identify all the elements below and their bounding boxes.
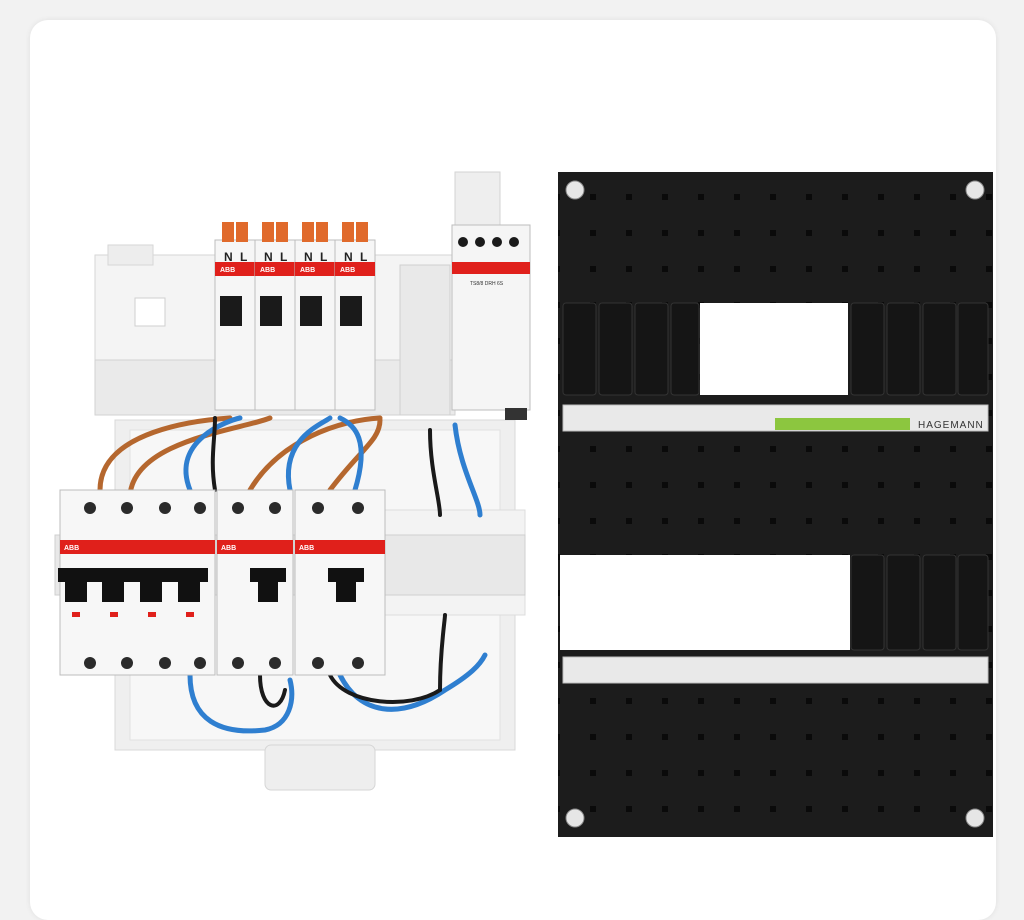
- breaker-toggle: [260, 296, 282, 326]
- abb-logo: ABB: [221, 545, 236, 552]
- lower-module-row: [560, 554, 989, 651]
- abb-logo: ABB: [300, 267, 315, 274]
- wiring: [97, 415, 488, 734]
- mounting-tab: [264, 744, 376, 791]
- screw-icon: [565, 808, 585, 828]
- breaker-toggle: [340, 296, 362, 326]
- upper-breaker-1: ABB N L: [214, 222, 256, 411]
- breaker-toggle: [336, 582, 356, 602]
- transformer-label: TS8/8 DRH 6S: [470, 281, 504, 287]
- screw-icon: [565, 180, 585, 200]
- rcd-breaker-2: ABB: [294, 489, 386, 676]
- terminal-label: L: [360, 250, 367, 264]
- abb-logo: ABB: [340, 267, 355, 274]
- breaker-toggle: [258, 582, 278, 602]
- terminal-label: N: [224, 250, 233, 264]
- module-opening: [700, 303, 848, 395]
- upper-breaker-3: ABB N L: [294, 222, 336, 411]
- abb-logo: ABB: [299, 545, 314, 552]
- terminal-label: N: [344, 250, 353, 264]
- abb-logo: ABB: [64, 545, 79, 552]
- cover-brand: HAGEMANN: [918, 420, 984, 431]
- terminal-label: L: [280, 250, 287, 264]
- breaker-assembly: ABB N L ABB N L ABB N: [54, 171, 531, 791]
- terminal-label: N: [304, 250, 313, 264]
- breaker-toggle: [300, 296, 322, 326]
- terminal-label: L: [320, 250, 327, 264]
- upper-breaker-4: ABB N L: [334, 222, 376, 411]
- upper-breakers: ABB N L ABB N L ABB N: [214, 222, 376, 411]
- screw-icon: [965, 180, 985, 200]
- terminal-label: L: [240, 250, 247, 264]
- label-strip: [562, 656, 989, 684]
- upper-breaker-2: ABB N L: [254, 222, 296, 411]
- rcd-breaker-1: ABB: [216, 489, 294, 676]
- upper-module-row: [562, 302, 989, 396]
- breaker-toggle: [220, 296, 242, 326]
- main-4p-breaker: ABB: [58, 489, 216, 676]
- abb-logo: ABB: [260, 267, 275, 274]
- module-opening: [560, 555, 850, 650]
- cover-plate: HAGEMANN: [558, 172, 993, 837]
- screw-icon: [965, 808, 985, 828]
- abb-logo: ABB: [220, 267, 235, 274]
- bell-transformer: TS8/8 DRH 6S: [451, 224, 531, 420]
- terminal-label: N: [264, 250, 273, 264]
